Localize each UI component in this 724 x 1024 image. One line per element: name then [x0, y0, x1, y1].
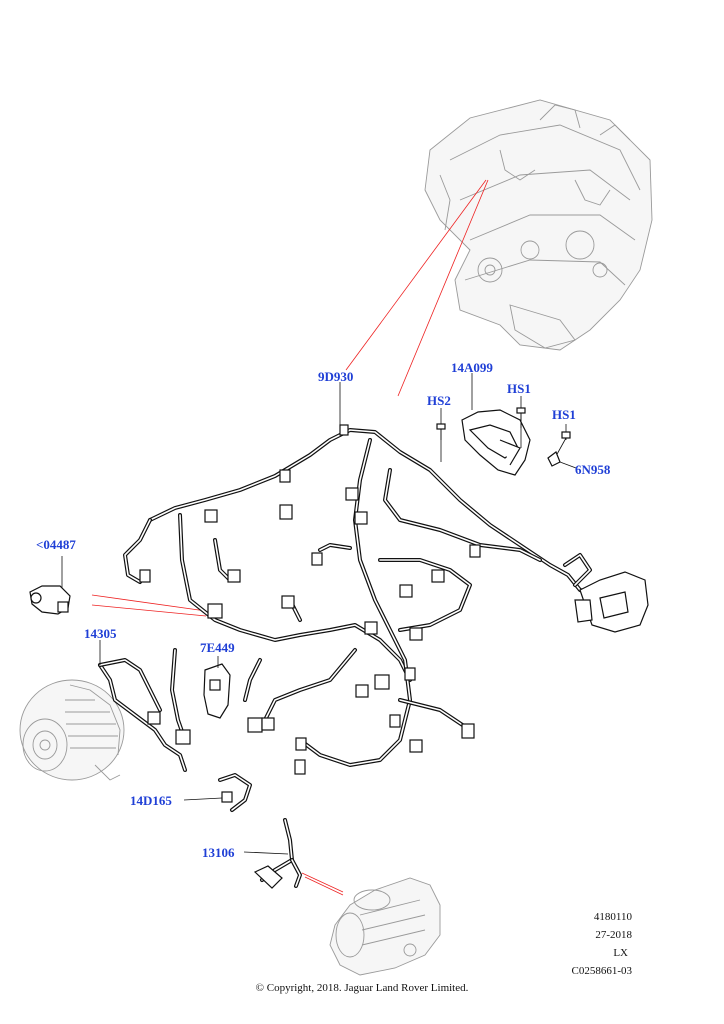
illustration-code: C0258661-03	[571, 965, 633, 977]
starter-illustration	[329, 877, 441, 976]
main-wiring-harness	[123, 424, 649, 775]
callout-14d165[interactable]: 14D165	[130, 793, 172, 808]
callout-7e449[interactable]: 7E449	[200, 640, 235, 655]
copyright-text: © Copyright, 2018. Jaguar Land Rover Lim…	[255, 982, 469, 994]
illustration-date: 27-2018	[595, 929, 632, 941]
callout-04487[interactable]: <04487	[36, 537, 76, 552]
clip-part	[183, 773, 252, 812]
callout-hs2[interactable]: HS2	[427, 393, 451, 408]
callout-9d930[interactable]: 9D930	[318, 369, 354, 384]
callout-14305[interactable]: 14305	[84, 626, 117, 641]
callout-14a099[interactable]: 14A099	[451, 360, 493, 375]
starter-harness	[243, 818, 302, 889]
callout-hs1-right[interactable]: HS1	[552, 407, 576, 422]
callout-hs1-mid[interactable]: HS1	[507, 381, 531, 396]
heat-shield	[461, 409, 531, 476]
callout-13106[interactable]: 13106	[202, 845, 235, 860]
illustration-number: 4180110	[593, 911, 632, 923]
alternator-harness	[98, 640, 191, 772]
sensor-part	[29, 556, 71, 615]
leader-lines	[91, 179, 489, 896]
callout-6n958[interactable]: 6N958	[575, 462, 611, 477]
callout-leads	[339, 373, 473, 425]
bracket-part	[203, 656, 231, 719]
fasteners	[436, 396, 577, 469]
engine-illustration	[424, 99, 653, 351]
alternator-illustration	[19, 679, 125, 781]
model-code: LX	[613, 947, 628, 959]
